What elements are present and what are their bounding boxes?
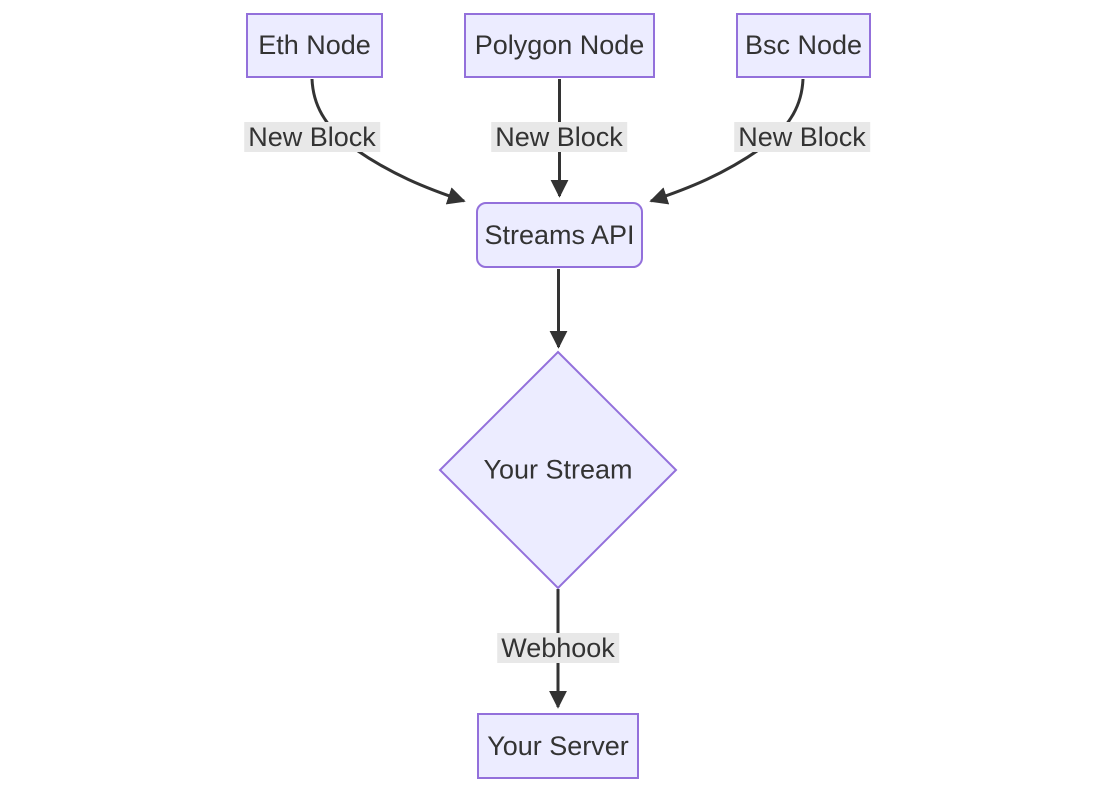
edge-label-new-block-polygon: New Block — [491, 122, 627, 152]
node-streams-api: Streams API — [476, 202, 643, 268]
node-eth: Eth Node — [246, 13, 383, 78]
edge-label-new-block-eth: New Block — [244, 122, 380, 152]
edge-label-webhook: Webhook — [497, 633, 619, 663]
edge-label-new-block-bsc: New Block — [734, 122, 870, 152]
node-your-server: Your Server — [477, 713, 639, 779]
node-your-stream-shape — [438, 350, 678, 590]
node-bsc-label: Bsc Node — [744, 30, 863, 60]
node-your-stream-label: Your Stream — [483, 454, 633, 485]
node-eth-label: Eth Node — [258, 30, 371, 60]
node-polygon-label: Polygon Node — [474, 30, 645, 60]
node-bsc: Bsc Node — [736, 13, 871, 78]
node-polygon: Polygon Node — [464, 13, 655, 78]
node-your-server-label: Your Server — [487, 730, 629, 761]
node-streams-api-label: Streams API — [484, 219, 635, 250]
